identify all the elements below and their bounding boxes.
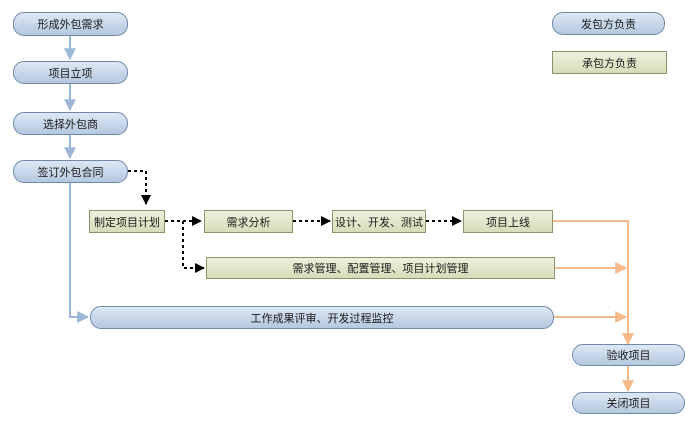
node-management: 需求管理、配置管理、项目计划管理	[206, 257, 555, 279]
arrow-plan-to-management	[182, 221, 205, 273]
node-review-monitor: 工作成果评审、开发过程监控	[90, 306, 554, 329]
legend-vendor: 承包方负责	[552, 51, 667, 74]
node-make-plan: 制定项目计划	[89, 210, 165, 233]
node-close: 关闭项目	[572, 392, 685, 414]
node-acceptance: 验收项目	[572, 344, 685, 366]
legend-client: 发包方负责	[552, 12, 665, 35]
node-project-approval: 项目立项	[13, 61, 128, 84]
arrow-contract-to-plan	[128, 170, 151, 205]
node-go-live: 项目上线	[463, 210, 553, 233]
node-form-requirement: 形成外包需求	[13, 12, 128, 36]
arrow-golive-to-acceptance	[553, 220, 634, 346]
node-sign-contract: 签订外包合同	[13, 160, 128, 183]
node-select-vendor: 选择外包商	[13, 112, 128, 135]
node-design-dev-test: 设计、开发、测试	[332, 210, 426, 233]
arrow-contract-to-review	[69, 183, 90, 323]
node-requirement-analysis: 需求分析	[204, 210, 293, 233]
